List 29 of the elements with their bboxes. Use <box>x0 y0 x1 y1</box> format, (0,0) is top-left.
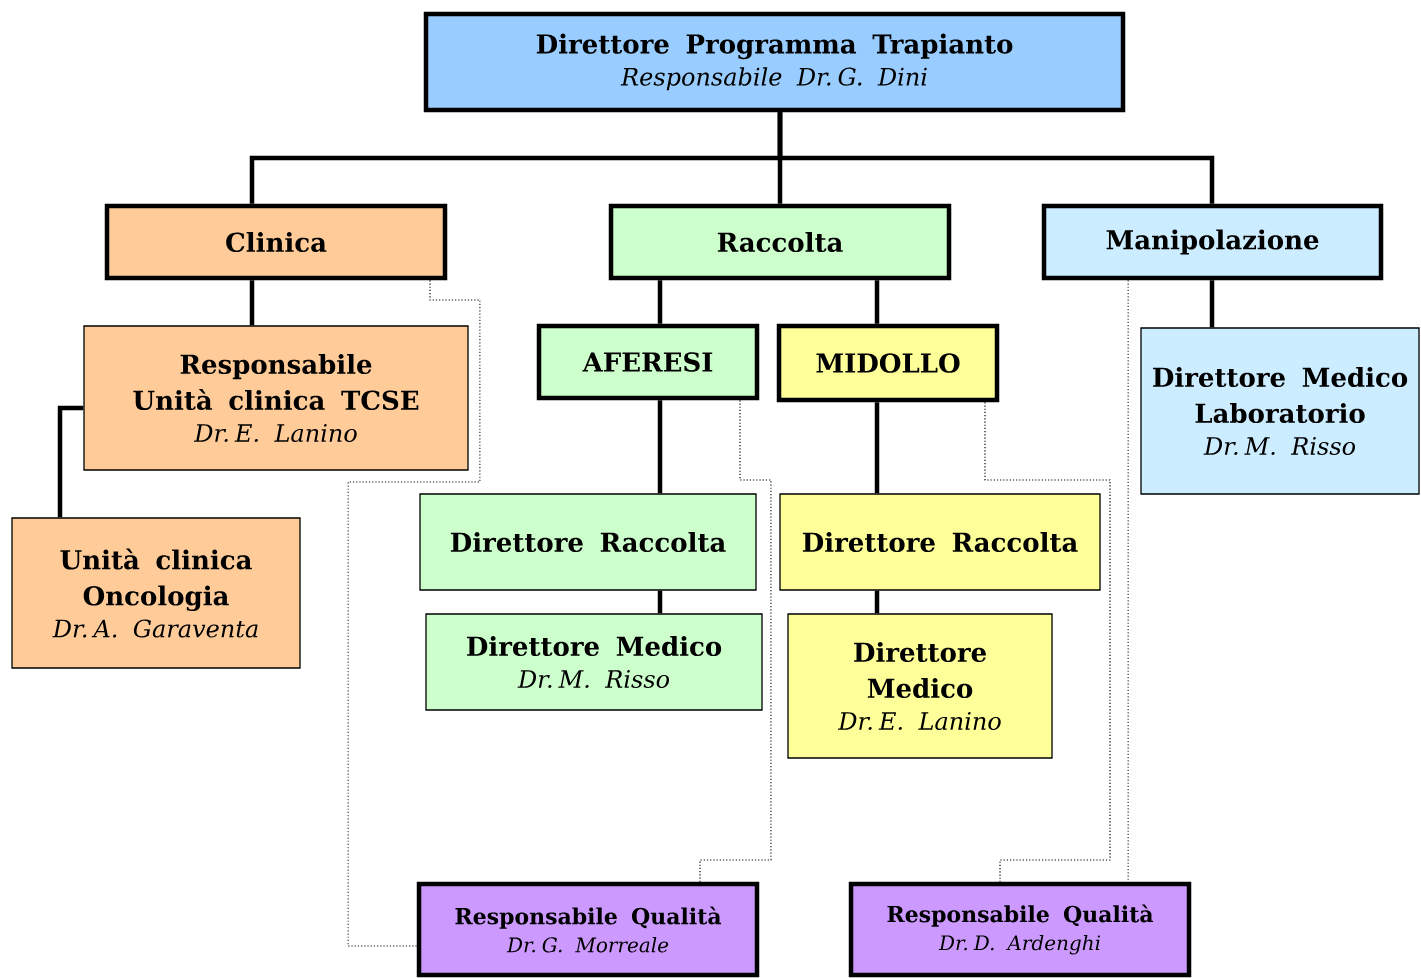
connector-line <box>57 405 84 518</box>
org-box: AFERESI <box>536 323 760 401</box>
connector-line <box>657 590 663 614</box>
org-box: Direttore Medico Dr. M. Risso <box>425 613 763 711</box>
org-box: Unità clinica Oncologia Dr. A. Garaventa <box>11 517 301 669</box>
org-box: Direttore Programma Trapianto Responsabile Dr. G. Dini <box>423 11 1126 113</box>
org-box: Direttore Medico Laboratorio Dr. M. Risso <box>1140 327 1420 495</box>
org-box: Responsabile Qualità Dr. D. Ardenghi <box>848 881 1192 978</box>
connector-line <box>874 402 880 494</box>
connector-line <box>249 280 255 326</box>
connector-line <box>874 590 880 614</box>
org-box: Clinica <box>104 203 448 281</box>
connector-line <box>699 399 772 883</box>
connector-line <box>657 400 663 494</box>
connector-line <box>1127 279 1129 883</box>
org-box: Direttore Raccolta <box>419 493 757 591</box>
org-box: Direttore Raccolta <box>779 493 1101 591</box>
connector-line <box>1209 280 1215 328</box>
org-box: MIDOLLO <box>776 323 1000 403</box>
org-box: Manipolazione <box>1041 203 1384 281</box>
org-box: Raccolta <box>608 203 952 281</box>
connector-line <box>347 279 481 947</box>
org-box: Responsabile Qualità Dr. G. Morreale <box>416 881 760 978</box>
connector-line <box>657 280 663 324</box>
connector-line <box>874 280 880 324</box>
connector-line <box>984 401 1111 883</box>
org-box: Responsabile Unità clinica TCSE Dr. E. Lanino <box>83 325 469 471</box>
connector-line <box>777 112 1215 204</box>
org-box: Direttore Medico Dr. E. Lanino <box>787 613 1053 759</box>
